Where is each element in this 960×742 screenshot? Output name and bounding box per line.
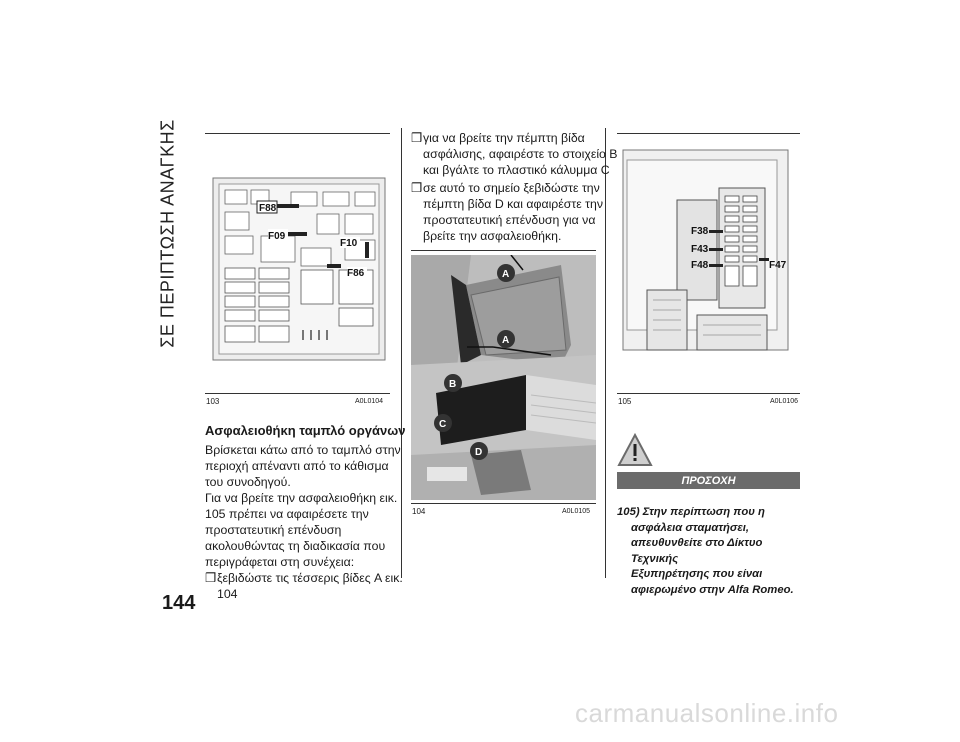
text-line: περιγράφεται στη συνέχεια: [205,555,355,569]
text-line: πέμπτη βίδα D και αφαιρέστε την [423,197,603,211]
section-heading: Ασφαλειοθήκη ταμπλό οργάνων [205,423,406,438]
text-line: του συνοδηγού. [205,475,291,489]
figure-number: 103 [206,397,220,406]
fuse-box-illustration: F88 F09 F10 F86 [212,177,386,361]
text-line: Βρίσκεται κάτω από το ταμπλό στην [205,443,401,457]
text-line: 104 [217,587,238,601]
figure-number: 105 [618,397,632,406]
column-divider [401,128,402,578]
fig104-label: D [475,447,482,458]
text-line: για να βρείτε την πέμπτη βίδα [423,131,585,145]
fig105-label: F43 [691,244,709,255]
fig105-label: F38 [691,226,709,237]
bullet-item: ❒ σε αυτό το σημείο ξεβιδώστε την πέμπτη… [411,180,603,244]
bullet-marker: ❒ [411,131,423,145]
fuse-panel-illustration: F38 F43 F48 F47 [622,149,789,351]
section-title: ΣΕ ΠΕΡΙΠΤΩΣΗ ΑΝΑΓΚΗΣ [148,119,188,347]
text-line: ασφάλισης, αφαιρέστε το στοιχείο B [423,147,618,161]
bullet-item: ❒ για να βρείτε την πέμπτη βίδα ασφάλιση… [411,130,618,178]
text-line: και βγάλτε το πλαστικό κάλυμμα C [423,163,610,177]
figure-105: F38 F43 F48 F47 [617,140,800,390]
text-line: περιοχή απέναντι από το κάθισμα [205,459,389,473]
figure-code: A0L0104 [355,398,384,405]
text-line: ακολουθώντας τη διαδικασία που [205,539,386,553]
fig103-label: F88 [259,203,277,214]
figure-code: A0L0105 [562,508,591,515]
text-line: προστατευτική επένδυση για να [423,213,596,227]
text-line: 105) Στην περίπτωση που η [617,506,765,518]
figure-rule [205,393,390,394]
fig104-label: A [502,269,509,280]
paragraph-2: Για να βρείτε την ασφαλειοθήκη εικ. 105 … [205,490,397,570]
fig103-label: F09 [268,231,286,242]
warning-title: ΠΡΟΣΟΧΗ [617,472,800,489]
figure-rule [617,393,800,394]
text-line: σε αυτό το σημείο ξεβιδώστε την [423,181,600,195]
figure-top-rule [205,133,390,134]
text-line: βρείτε την ασφαλειοθήκη. [423,229,562,243]
text-line: προστατευτική επένδυση [205,523,342,537]
fig103-label: F86 [347,268,365,279]
figure-top-rule [617,133,800,134]
figure-103: F88 F09 F10 F86 [205,140,390,390]
column-divider [605,128,606,578]
warning-text: 105) Στην περίπτωση που η ασφάλεια σταμα… [617,505,802,598]
text-line: 105 πρέπει να αφαιρέσετε την [205,507,369,521]
dashboard-photo: A A B C D [411,255,596,500]
section-title-text: ΣΕ ΠΕΡΙΠΤΩΣΗ ΑΝΑΓΚΗΣ [157,118,178,348]
watermark: carmanualsonline.info [575,698,839,728]
fig105-label: F47 [769,260,787,271]
text-line: Εξυπηρέτησης που είναι [631,568,763,580]
bullet-marker: ❒ [205,571,217,585]
paragraph-1: Βρίσκεται κάτω από το ταμπλό στην περιοχ… [205,442,401,490]
figure-number: 104 [412,507,426,516]
fig104-label: C [439,419,446,430]
fig104-label: A [502,335,509,346]
fig105-label: F48 [691,260,709,271]
bullet-item: ❒ ξεβιδώστε τις τέσσερις βίδες A εικ. 10… [205,570,403,602]
figure-rule [411,503,596,504]
figure-top-rule [411,250,596,251]
fig104-label: B [449,379,456,390]
text-line: Για να βρείτε την ασφαλειοθήκη εικ. [205,491,398,505]
fig103-label: F10 [340,238,358,249]
text-line: ξεβιδώστε τις τέσσερις βίδες A εικ. [217,571,403,585]
figure-code: A0L0106 [770,398,799,405]
figure-104: A A B C D [411,255,596,500]
warning-icon [617,432,653,466]
text-line: ασφάλεια σταματήσει, [631,521,750,534]
page-number: 144 [162,592,196,614]
text-line: απευθυνθείτε στο Δίκτυο Τεχνικής [631,537,763,565]
bullet-marker: ❒ [411,181,423,195]
text-line: αφιερωμένο στην Alfa Romeo. [631,583,794,596]
